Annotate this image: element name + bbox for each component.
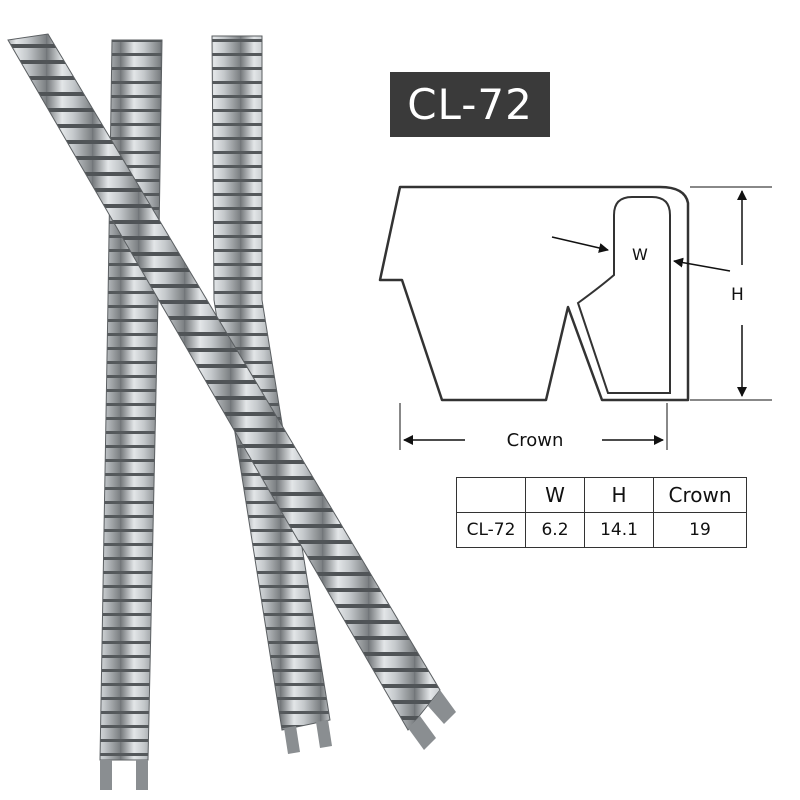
model-badge-label: CL-72 (407, 80, 533, 129)
spec-header-blank (456, 477, 526, 513)
spec-cell-model: CL-72 (456, 512, 526, 548)
table-row: CL-72 6.2 14.1 19 (456, 512, 747, 548)
spec-header-w: W (525, 477, 585, 513)
spec-table: W H Crown CL-72 6.2 14.1 19 (456, 477, 747, 548)
staple-profile-inner (576, 196, 671, 394)
spec-cell-h: 14.1 (584, 512, 654, 548)
w-arrow-right (673, 257, 731, 272)
spec-header-h: H (584, 477, 654, 513)
crown-dimension-label: Crown (506, 430, 564, 451)
spec-cell-crown: 19 (653, 512, 747, 548)
model-badge: CL-72 (390, 72, 550, 137)
w-arrow-left (551, 236, 609, 253)
w-dimension-label: W (632, 245, 648, 264)
spec-table-header-row: W H Crown (456, 477, 747, 513)
staple-profile-diagram (378, 185, 772, 450)
staple-strip-diagonal (7, 33, 456, 750)
spec-header-crown: Crown (653, 477, 747, 513)
spec-cell-w: 6.2 (525, 512, 585, 548)
staple-strip-middle (211, 35, 332, 754)
h-dimension-label: H (731, 285, 744, 305)
